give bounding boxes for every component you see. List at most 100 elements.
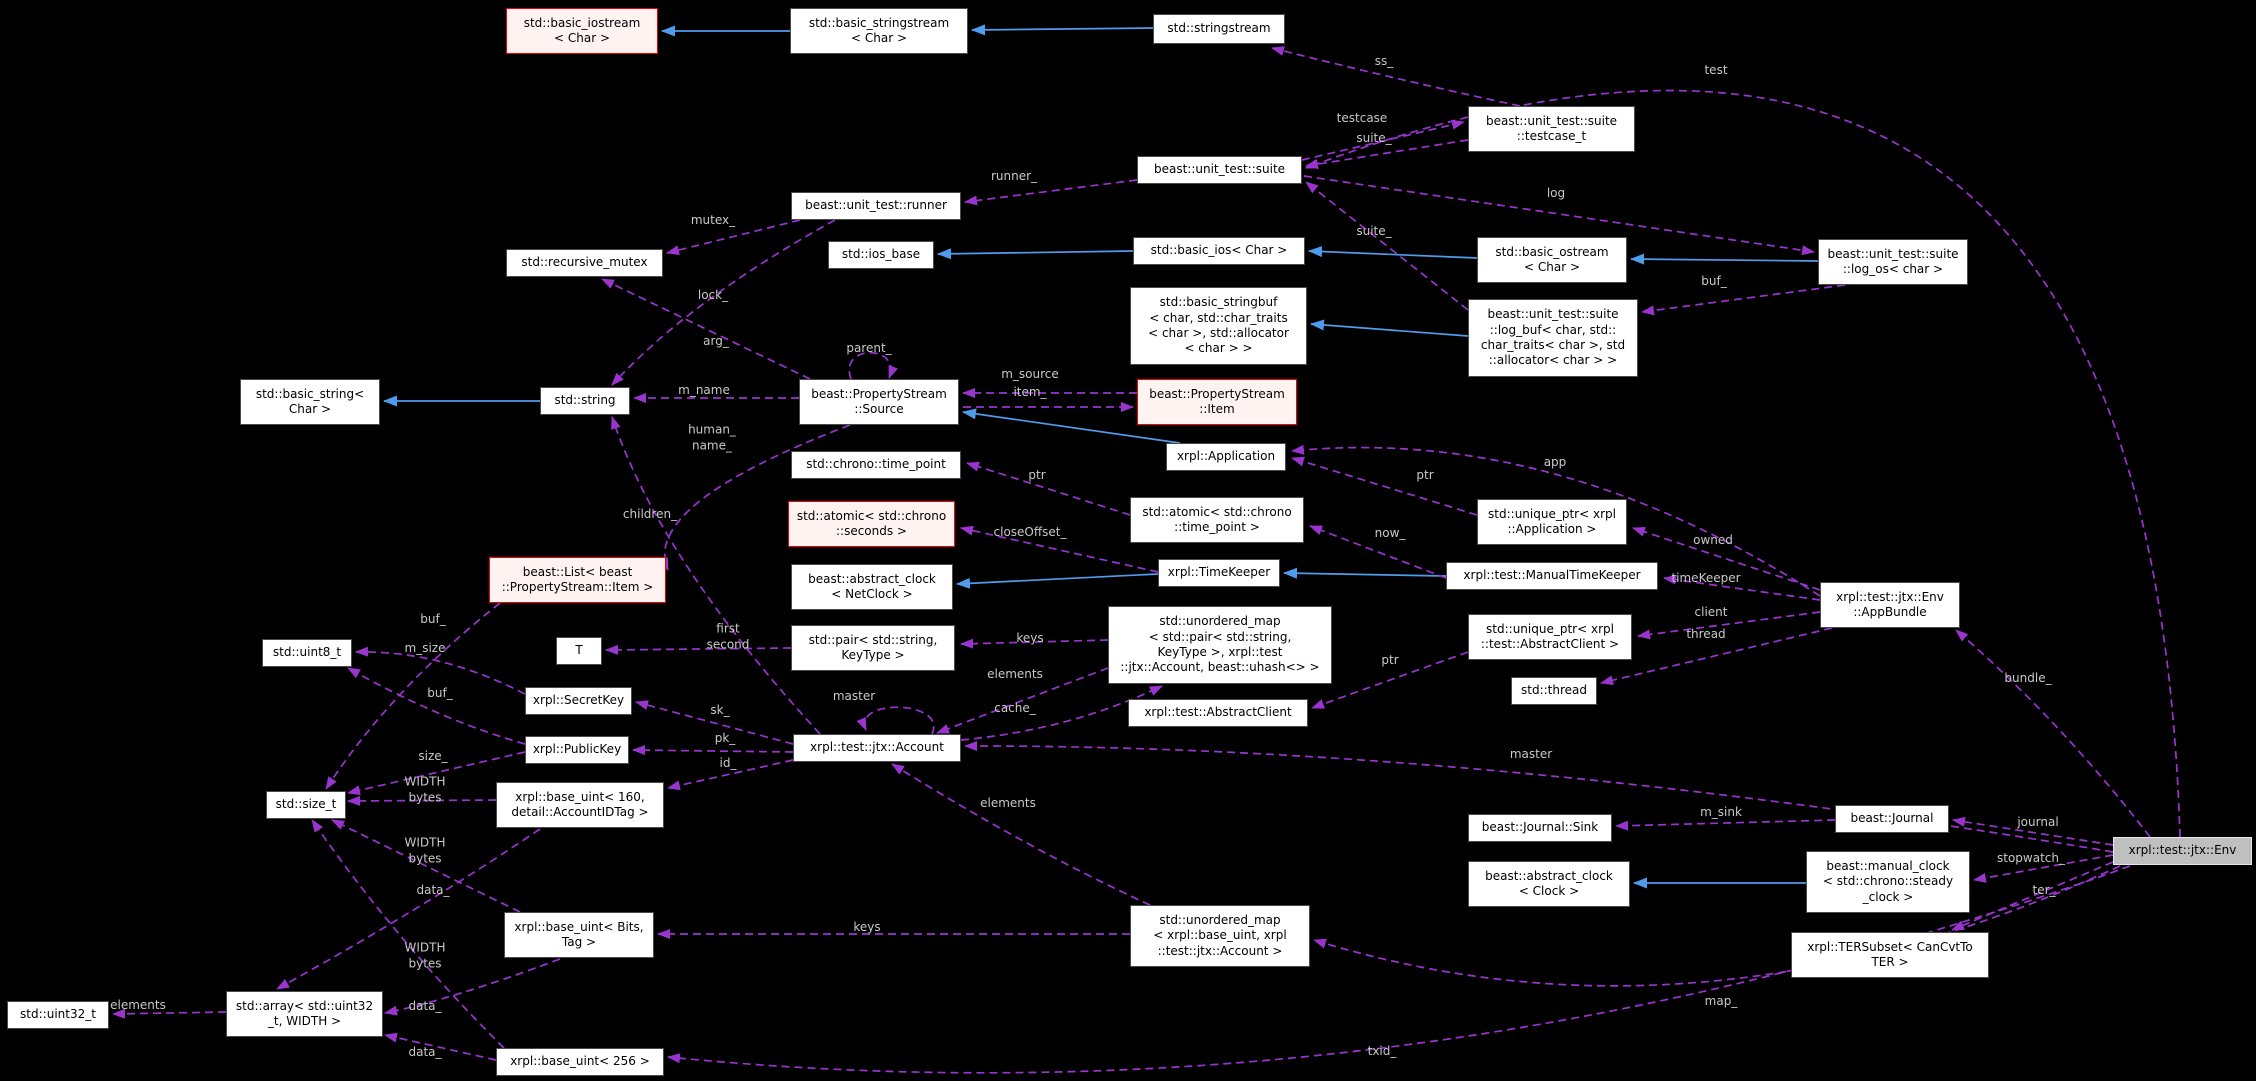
- node-atomic-seconds[interactable]: std::atomic< std::chrono ::seconds >: [788, 501, 955, 547]
- edge-label-cache-: cache_: [994, 701, 1036, 716]
- edge-label-first-second: first second: [706, 621, 750, 651]
- member-edge: [1641, 284, 1846, 316]
- inheritance-edge: [1310, 319, 1469, 337]
- inheritance-edge: [1308, 246, 1478, 259]
- node-manual-timekeeper[interactable]: xrpl::test::ManualTimeKeeper: [1446, 562, 1658, 590]
- edge-label-data-: data_: [408, 1045, 442, 1060]
- member-edge: [1305, 139, 1469, 170]
- node-list-property-stream-item[interactable]: beast::List< beast ::PropertyStream::Ite…: [489, 557, 666, 603]
- member-edge: [347, 667, 526, 745]
- node-abstract-clock-netclock[interactable]: beast::abstract_clock < NetClock >: [791, 564, 953, 610]
- edge-label-buf-: buf_: [1701, 274, 1727, 289]
- node-uint8-t[interactable]: std::uint8_t: [262, 639, 352, 667]
- node-env[interactable]: xrpl::test::jtx::Env: [2113, 837, 2252, 865]
- edge-label-children-: children_: [622, 507, 678, 522]
- node-thread[interactable]: std::thread: [1511, 677, 1597, 705]
- node-application[interactable]: xrpl::Application: [1166, 443, 1286, 471]
- node-unique-ptr-application[interactable]: std::unique_ptr< xrpl ::Application >: [1477, 499, 1627, 545]
- node-basic-iostream[interactable]: std::basic_iostream < Char >: [506, 8, 658, 54]
- node-timekeeper[interactable]: xrpl::TimeKeeper: [1158, 559, 1280, 587]
- node-basic-ostream[interactable]: std::basic_ostream < Char >: [1477, 237, 1627, 283]
- node-basic-stringstream[interactable]: std::basic_stringstream < Char >: [790, 8, 968, 54]
- edge-label-master: master: [832, 689, 876, 704]
- node-base-uint-bits-tag[interactable]: xrpl::base_uint< Bits, Tag >: [504, 912, 654, 958]
- node-size-t[interactable]: std::size_t: [266, 791, 346, 819]
- node-pair-string-keytype[interactable]: std::pair< std::string, KeyType >: [791, 625, 955, 671]
- member-edge: [1305, 89, 2181, 838]
- node-string[interactable]: std::string: [540, 387, 630, 415]
- node-log-buf[interactable]: beast::unit_test::suite ::log_buf< char,…: [1468, 299, 1638, 377]
- member-edge: [1271, 46, 1521, 107]
- node-chrono-time-point[interactable]: std::chrono::time_point: [791, 451, 961, 479]
- node-runner[interactable]: beast::unit_test::runner: [791, 192, 961, 220]
- node-property-stream-source[interactable]: beast::PropertyStream ::Source: [799, 379, 959, 425]
- node-abstract-clock-clock[interactable]: beast::abstract_clock < Clock >: [1468, 861, 1630, 907]
- inheritance-edge: [1283, 567, 1447, 579]
- node-tersubset[interactable]: xrpl::TERSubset< CanCvtTo TER >: [1791, 932, 1989, 978]
- edge-label-stopwatch-: stopwatch_: [1997, 851, 2065, 866]
- node-manual-clock[interactable]: beast::manual_clock < std::chrono::stead…: [1806, 851, 1970, 913]
- node-ios-base[interactable]: std::ios_base: [828, 241, 934, 269]
- node-base-uint-160[interactable]: xrpl::base_uint< 160, detail::AccountIDT…: [496, 782, 664, 828]
- node-appbundle[interactable]: xrpl::test::jtx::Env ::AppBundle: [1820, 582, 1960, 628]
- edge-label-WIDTH-bytes: WIDTH bytes: [404, 774, 446, 804]
- member-edge: [666, 219, 801, 255]
- node-basic-stringbuf[interactable]: std::basic_stringbuf < char, std::char_t…: [1130, 287, 1307, 365]
- edge-label-journal: journal: [2017, 815, 2059, 830]
- member-edge: [1311, 651, 1469, 709]
- edge-label-m-name: m_name: [678, 383, 730, 398]
- member-edge: [311, 819, 505, 1049]
- member-edge: [611, 219, 836, 386]
- member-edge: [325, 602, 501, 790]
- member-edge: [331, 819, 521, 913]
- inheritance-edge: [962, 408, 1181, 444]
- node-basic-ios[interactable]: std::basic_ios< Char >: [1133, 237, 1305, 265]
- node-atomic-time-point[interactable]: std::atomic< std::chrono ::time_point >: [1130, 497, 1304, 543]
- node-unique-ptr-abstract-client[interactable]: std::unique_ptr< xrpl ::test::AbstractCl…: [1468, 614, 1632, 660]
- edge-label-runner-: runner_: [990, 169, 1038, 184]
- node-secretkey[interactable]: xrpl::SecretKey: [525, 687, 632, 715]
- edge-label-m-size: m_size: [404, 641, 446, 656]
- member-edge: [1952, 816, 2114, 846]
- node-publickey[interactable]: xrpl::PublicKey: [525, 736, 629, 764]
- node-journal[interactable]: beast::Journal: [1835, 805, 1949, 833]
- edge-label-ptr: ptr: [1381, 653, 1399, 668]
- node-array-uint32[interactable]: std::array< std::uint32 _t, WIDTH >: [226, 991, 383, 1037]
- member-edge: [635, 700, 794, 745]
- node-unordered-map-pair[interactable]: std::unordered_map < std::pair< std::str…: [1108, 606, 1332, 684]
- edge-label-map-: map_: [1704, 994, 1738, 1009]
- member-edge: [1291, 456, 1478, 516]
- inheritance-edge: [971, 24, 1154, 36]
- member-edge: [1615, 819, 1836, 831]
- member-edge: [960, 638, 1109, 649]
- node-T[interactable]: T: [556, 637, 602, 665]
- inheritance-edge: [937, 248, 1134, 260]
- node-property-stream-item[interactable]: beast::PropertyStream ::Item: [1137, 379, 1297, 425]
- node-basic-string[interactable]: std::basic_string< Char >: [240, 379, 380, 425]
- member-edge: [1955, 629, 2151, 838]
- edge-label-buf-: buf_: [427, 686, 453, 701]
- edge-label-human-name-: human_ name_: [688, 422, 736, 452]
- node-journal-sink[interactable]: beast::Journal::Sink: [1468, 814, 1612, 842]
- member-edge: [605, 644, 792, 655]
- node-account[interactable]: xrpl::test::jtx::Account: [793, 734, 961, 762]
- member-edge: [960, 685, 1163, 741]
- member-edge: [964, 179, 1138, 206]
- node-abstract-client[interactable]: xrpl::test::AbstractClient: [1128, 699, 1308, 727]
- edge-label-sk-: sk_: [710, 703, 730, 718]
- edge-label-testcase: testcase: [1336, 111, 1388, 126]
- edge-label-thread: thread: [1686, 627, 1726, 642]
- node-stringstream[interactable]: std::stringstream: [1153, 14, 1285, 44]
- edge-label-keys: keys: [853, 920, 881, 935]
- member-edge: [347, 751, 526, 796]
- node-recursive-mutex[interactable]: std::recursive_mutex: [506, 249, 663, 277]
- member-edge: [960, 525, 1159, 573]
- member-edge: [936, 667, 1109, 734]
- node-uint32-t[interactable]: std::uint32_t: [7, 1001, 109, 1029]
- node-base-uint-256[interactable]: xrpl::base_uint< 256 >: [496, 1048, 664, 1076]
- node-log-os[interactable]: beast::unit_test::suite ::log_os< char >: [1818, 239, 1968, 285]
- node-suite[interactable]: beast::unit_test::suite: [1137, 156, 1302, 184]
- edge-label-buf-: buf_: [420, 612, 446, 627]
- node-unordered-map-base-uint[interactable]: std::unordered_map < xrpl::base_uint, xr…: [1130, 905, 1310, 967]
- node-testcase-t[interactable]: beast::unit_test::suite ::testcase_t: [1468, 106, 1635, 152]
